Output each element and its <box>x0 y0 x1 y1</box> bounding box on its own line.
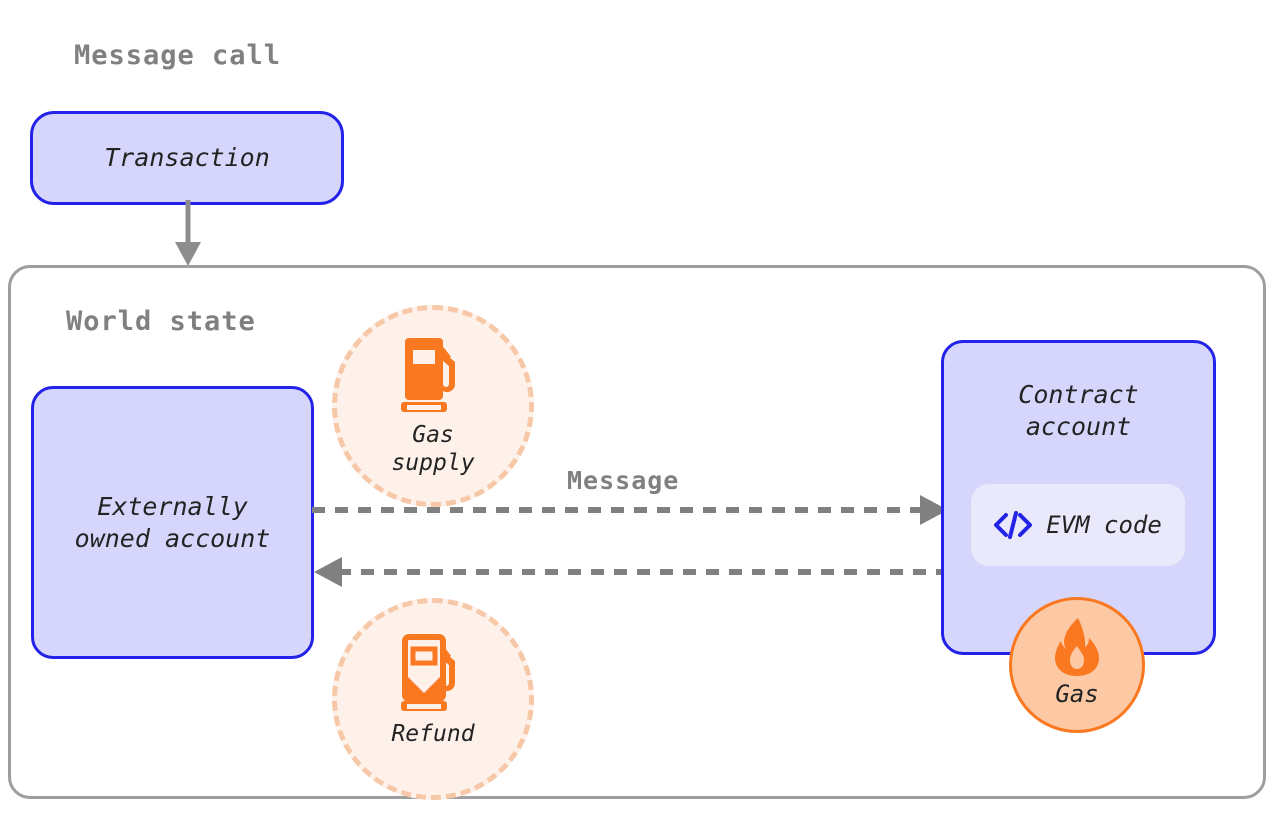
gas-badge: Gas <box>1009 597 1145 733</box>
transaction-label: Transaction <box>104 143 270 172</box>
externally-owned-account-node[interactable]: Externally owned account <box>31 386 314 659</box>
world-state-label: World state <box>66 306 256 337</box>
refund-label-line1: Refund <box>391 721 475 747</box>
contract-label-line2: account <box>1025 412 1132 441</box>
gas-badge-label: Gas <box>1055 680 1099 708</box>
contract-to-eoa-arrow <box>314 557 950 587</box>
flame-icon <box>1055 618 1099 676</box>
fuel-pump-partial-icon <box>401 634 456 711</box>
evm-code-label: EVM code <box>1046 511 1162 539</box>
eoa-label-line2: owned account <box>74 523 271 553</box>
page-title: Message call <box>74 40 282 71</box>
refund-label: Refund <box>391 721 474 749</box>
gas-supply-label: Gas supply <box>391 422 474 477</box>
message-arrow-label: Message <box>567 466 680 495</box>
evm-code-chip[interactable]: EVM code <box>971 484 1185 566</box>
eoa-label-line1: Externally <box>97 491 248 521</box>
transaction-node[interactable]: Transaction <box>30 111 344 205</box>
refund-badge: Refund <box>332 598 534 800</box>
gas-supply-label-line1: Gas <box>412 422 454 448</box>
transaction-to-world-state-arrow <box>175 200 201 266</box>
fuel-pump-full-icon <box>401 338 456 412</box>
world-state-container <box>8 265 1266 799</box>
eoa-to-contract-arrow <box>312 495 948 525</box>
code-brackets-icon <box>994 511 1033 539</box>
gas-supply-label-line2: supply <box>391 449 475 476</box>
gas-supply-badge: Gas supply <box>332 305 534 507</box>
contract-label-line1: Contract <box>1018 380 1139 409</box>
